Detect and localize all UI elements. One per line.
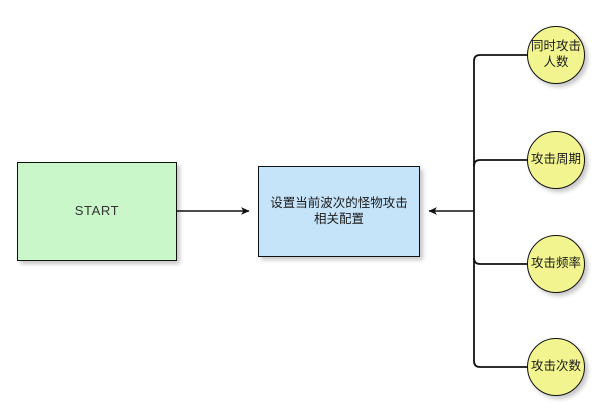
edge-branch-3 xyxy=(473,257,528,265)
node-start-label: START xyxy=(74,203,120,219)
node-process-label: 设置当前波次的怪物攻击相关配置 xyxy=(270,195,408,226)
node-attribute-label: 攻击频率 xyxy=(530,256,581,271)
node-attribute-simultaneous-attackers[interactable]: 同时攻击 人数 xyxy=(527,26,585,84)
node-attribute-label: 攻击周期 xyxy=(530,152,581,167)
node-attribute-attack-count[interactable]: 攻击次数 xyxy=(527,338,585,396)
node-attribute-label: 同时攻击 人数 xyxy=(531,39,581,70)
node-attribute-attack-frequency[interactable]: 攻击频率 xyxy=(527,235,585,293)
edge-branch-1 xyxy=(473,54,528,62)
edge-branch-4 xyxy=(473,360,528,368)
edge-branch-2 xyxy=(473,159,528,167)
node-start[interactable]: START xyxy=(17,162,177,261)
node-attribute-label: 攻击次数 xyxy=(530,359,581,374)
node-attribute-label-line2: 人数 xyxy=(543,55,569,69)
node-attribute-attack-cycle[interactable]: 攻击周期 xyxy=(527,131,585,189)
node-process-attack-config[interactable]: 设置当前波次的怪物攻击相关配置 xyxy=(258,166,420,257)
node-attribute-label-line1: 同时攻击 xyxy=(530,39,581,54)
